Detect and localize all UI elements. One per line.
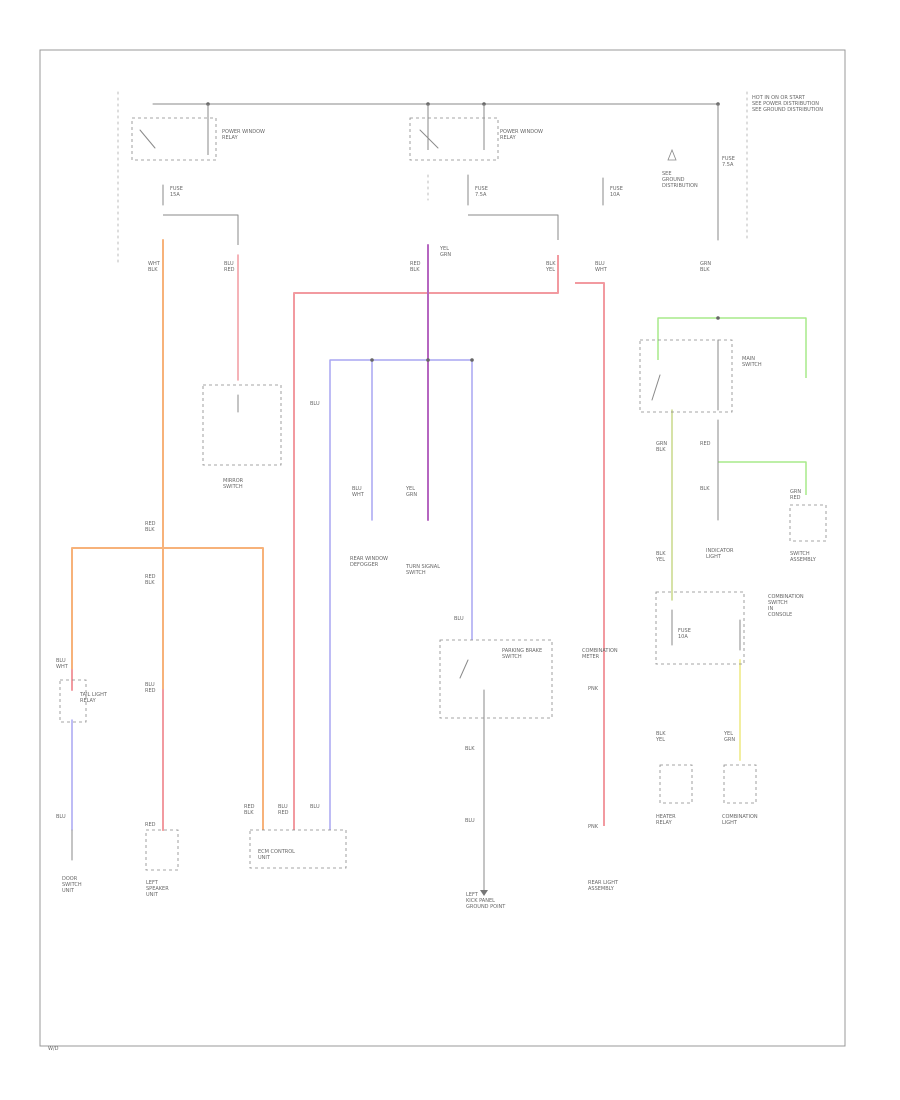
relay-left-contact	[139, 129, 156, 149]
relay-left-box	[131, 117, 217, 161]
label-wire-12b: PNK	[588, 824, 599, 830]
parking-switch-contact	[459, 659, 469, 679]
blue-splice	[470, 358, 474, 362]
comb-light-box	[723, 764, 757, 804]
wire-pink-long	[293, 255, 559, 830]
label-wire-8b: RED	[145, 822, 156, 828]
label-wire-10b: BLK	[465, 746, 475, 752]
label-wire-12: PNK	[588, 686, 599, 692]
wire-blue-main	[329, 359, 473, 830]
relay-mid-contact	[419, 129, 439, 149]
label-wire-11e: BLU	[454, 616, 464, 622]
ground-symbol	[667, 148, 677, 161]
sensor-left-box	[145, 829, 179, 871]
diagram-border	[39, 49, 846, 1047]
green-splice	[716, 316, 720, 320]
main-switch-contact	[651, 374, 661, 401]
wire-pink-right	[575, 282, 605, 826]
ecm-box	[249, 829, 347, 869]
label-wire-11: BLU	[465, 818, 475, 824]
mirror-switch-box	[202, 384, 282, 466]
fuse-left-branch	[163, 214, 239, 245]
fuse-mid-branch	[468, 214, 559, 240]
wire-green-lower	[718, 461, 807, 495]
label-wire-11b: BLU	[56, 814, 66, 820]
wire-green-top	[657, 317, 807, 378]
label-footer: W/D	[48, 1046, 59, 1052]
parking-brake-box	[439, 639, 553, 719]
blue-splice	[426, 358, 430, 362]
relay-mid-box	[409, 117, 499, 161]
blue-splice	[370, 358, 374, 362]
combo-switch-box	[655, 591, 745, 665]
label-wire-10: BLK	[700, 486, 710, 492]
label-wire-8: RED	[700, 441, 711, 447]
ground-arrow	[480, 890, 488, 896]
label-wire-11c: BLU	[310, 804, 320, 810]
label-wire-11d: BLU	[310, 401, 320, 407]
wire-orange-branch	[72, 547, 264, 830]
main-switch-box	[639, 339, 733, 413]
switch-assembly-box	[789, 504, 827, 542]
seat-belt-box	[59, 679, 87, 723]
heater-box	[659, 764, 693, 804]
